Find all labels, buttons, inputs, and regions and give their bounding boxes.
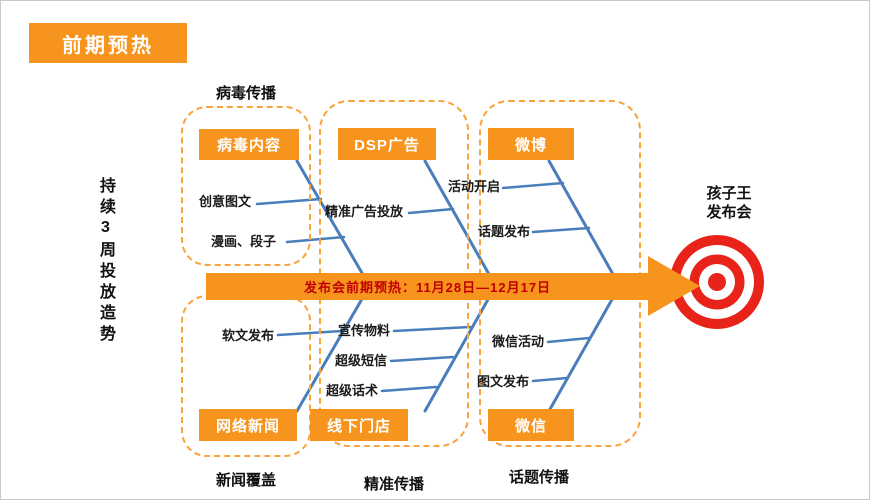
branch-soft-article: 软文发布 — [222, 328, 275, 343]
twig-image-text-release — [531, 376, 569, 383]
bone-wechat — [547, 278, 625, 413]
branch-creative-graphics: 创意图文 — [199, 194, 252, 209]
left-vertical-note: 持续3周投放造势 — [97, 177, 114, 346]
branch-image-text-release: 图文发布 — [477, 374, 530, 389]
branch-super-script: 超级话术 — [326, 383, 379, 398]
bone-dsp — [423, 159, 501, 294]
timeline-arrow-head — [648, 256, 700, 316]
target-center-dot — [708, 273, 726, 291]
page-title: 前期预热 — [62, 34, 154, 57]
group-footer-news: 新闻覆盖 — [215, 472, 276, 489]
branch-super-sms: 超级短信 — [335, 353, 388, 368]
branch-precise-ad: 精准广告投放 — [325, 204, 404, 219]
branch-comics-jokes: 漫画、段子 — [211, 234, 277, 249]
group-outline-viral — [181, 106, 311, 266]
branch-topic-release: 话题发布 — [478, 224, 531, 239]
twig-wechat-activity — [546, 336, 591, 344]
branch-wechat-activity: 微信活动 — [492, 334, 545, 349]
target-label-line1: 孩子王 — [706, 185, 752, 202]
timeline-arrow: 发布会前期预热：11月28日—12月17日 — [206, 273, 649, 300]
bone-offline — [423, 278, 501, 413]
twig-precise-ad — [407, 207, 455, 215]
group-footer-topic: 话题传播 — [508, 469, 569, 486]
twig-topic-release — [531, 226, 591, 234]
group-footer-precise: 精准传播 — [363, 476, 424, 493]
chip-online-news: 网络新闻 — [199, 409, 297, 441]
twig-super-sms — [389, 355, 455, 363]
branch-activity-start: 活动开启 — [448, 179, 501, 194]
twig-super-script — [380, 385, 438, 393]
title-banner: 前期预热 — [29, 23, 187, 63]
twig-promo-materials — [392, 325, 472, 333]
chip-dsp-ads: DSP广告 — [338, 128, 436, 160]
branch-promo-materials: 宣传物料 — [338, 323, 391, 338]
chip-wechat: 微信 — [488, 409, 574, 441]
group-header-viral: 病毒传播 — [215, 85, 276, 102]
target-label: 孩子王 发布会 — [687, 184, 771, 222]
chip-weibo: 微博 — [488, 128, 574, 160]
twig-activity-start — [501, 181, 565, 190]
chip-viral-content: 病毒内容 — [199, 129, 299, 160]
timeline-arrow-label: 发布会前期预热：11月28日—12月17日 — [303, 280, 552, 295]
target-label-line2: 发布会 — [706, 204, 752, 221]
chip-offline-stores: 线下门店 — [310, 409, 408, 441]
